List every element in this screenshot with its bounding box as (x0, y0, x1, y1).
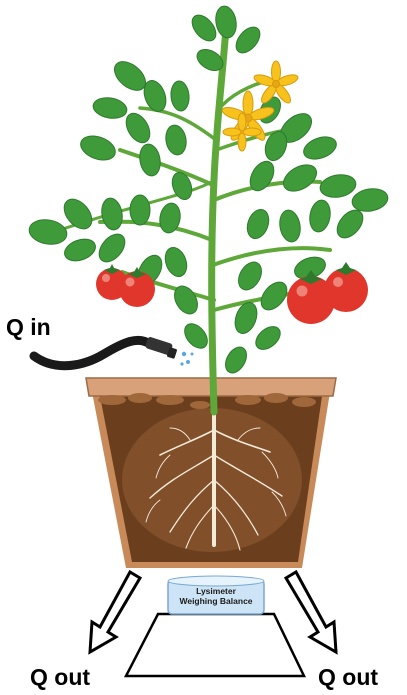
balance-base (126, 614, 304, 676)
balance-label-line1: Lysimeter (170, 586, 262, 596)
q-out-right-label: Q out (318, 664, 378, 691)
leaves (27, 5, 389, 377)
balance-label-line2: Weighing Balance (170, 596, 262, 606)
q-out-left-label: Q out (30, 664, 90, 691)
hose-icon (34, 336, 194, 365)
q-in-label: Q in (6, 314, 51, 341)
arrow-down-icon (286, 572, 336, 652)
tomato-plant-icon (27, 5, 389, 412)
balance-label: Lysimeter Weighing Balance (170, 586, 262, 606)
arrow-down-icon (90, 572, 140, 652)
tomatoes (96, 262, 368, 324)
water-drops (180, 352, 193, 366)
